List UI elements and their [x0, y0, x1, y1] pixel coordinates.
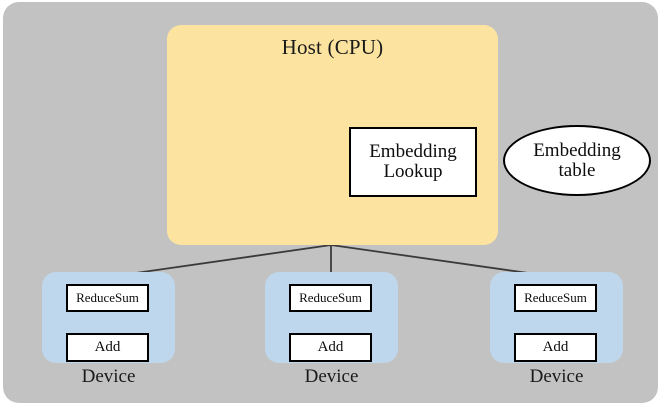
device-caption-2: Device [304, 366, 359, 387]
device-caption-1: Device [81, 366, 136, 387]
op-reducesum-1: ReduceSum [66, 284, 149, 312]
node-embedding-table-label: Embedding table [533, 139, 621, 181]
device-group-1: ReduceSum Add Device [42, 272, 175, 390]
node-embedding-lookup-line2: Lookup [383, 161, 443, 182]
op-add-3: Add [514, 333, 597, 362]
node-embedding-lookup-label: Embedding Lookup [369, 142, 457, 182]
node-embedding-table: Embedding table [503, 125, 651, 196]
host-title: Host (CPU) [281, 35, 384, 59]
op-add-2: Add [289, 333, 372, 362]
node-embedding-table-line1: Embedding [533, 139, 621, 161]
device-caption-3: Device [529, 366, 584, 387]
node-embedding-lookup-line1: Embedding [369, 141, 457, 163]
op-add-1: Add [66, 333, 149, 362]
device-group-3: ReduceSum Add Device [490, 272, 623, 390]
node-embedding-table-line2: table [558, 159, 596, 181]
device-group-2: ReduceSum Add Device [265, 272, 398, 390]
op-reducesum-3: ReduceSum [514, 284, 597, 312]
host-cpu-box: Host (CPU) Embedding Lookup Embedding ta… [167, 25, 651, 245]
node-embedding-lookup: Embedding Lookup [349, 127, 477, 197]
op-reducesum-2: ReduceSum [289, 284, 372, 312]
